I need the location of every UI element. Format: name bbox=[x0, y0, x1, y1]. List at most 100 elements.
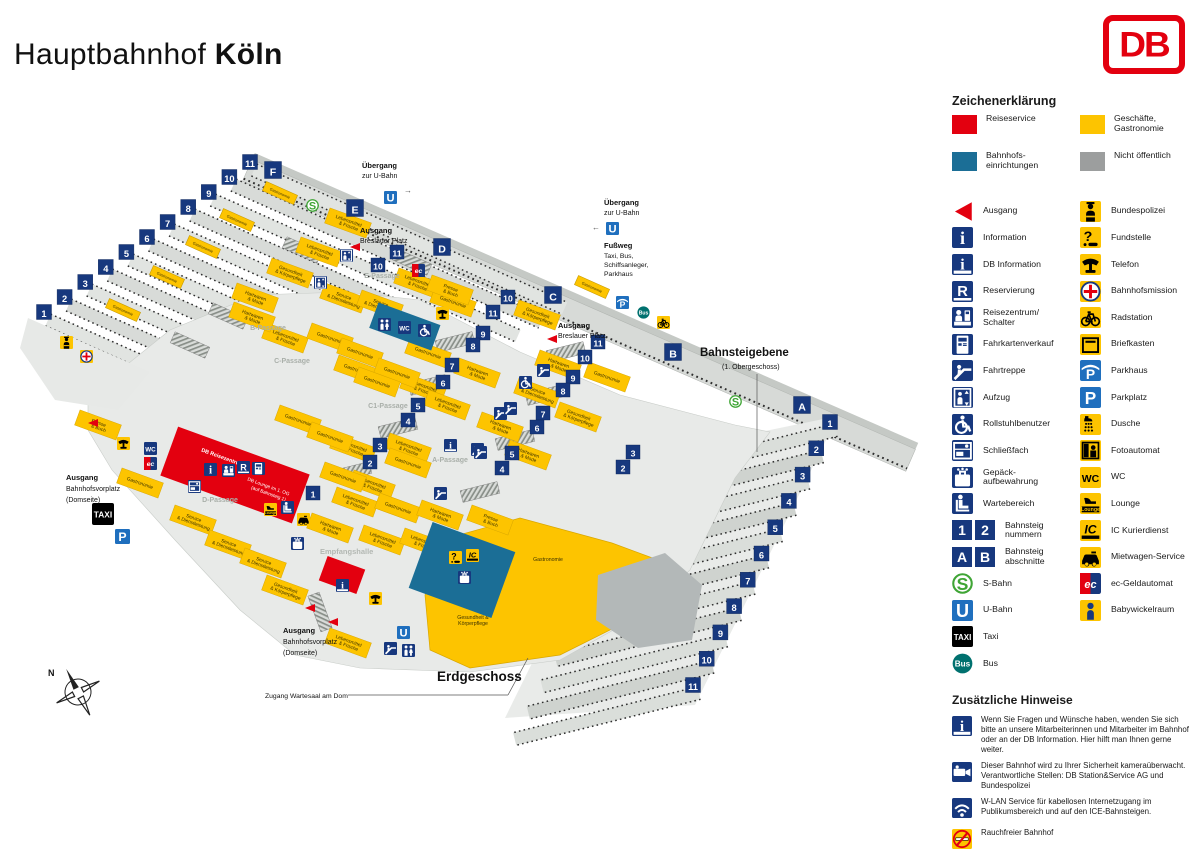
uebergang-label: zur U-Bahn bbox=[604, 210, 640, 217]
shop-block-face bbox=[324, 627, 372, 659]
platform-number-badge bbox=[590, 334, 606, 350]
shop-block-face bbox=[266, 257, 314, 289]
map-shape bbox=[625, 444, 641, 460]
svg-text:TAXI: TAXI bbox=[954, 633, 972, 642]
legend-note: Rauchfreier Bahnhof bbox=[952, 828, 1196, 854]
ecg-icon: ec bbox=[1079, 573, 1101, 595]
map-elev-icon bbox=[313, 275, 327, 289]
map-shape bbox=[712, 624, 729, 641]
shop-label: & Mode bbox=[492, 425, 510, 436]
passage-label: B-Passage bbox=[250, 325, 286, 332]
map-dbinfo-icon: i bbox=[443, 438, 457, 452]
platform-number-badge bbox=[555, 382, 571, 398]
map-ubahn-icon: U bbox=[605, 221, 619, 235]
mailbox-icon bbox=[1079, 333, 1101, 355]
platform-badge-icon: 2 bbox=[975, 520, 995, 541]
legend-icon-cell: WC bbox=[1079, 466, 1101, 488]
platform-number-badge-text: 6 bbox=[441, 378, 446, 388]
shop-block-gastronomie bbox=[116, 467, 164, 499]
legend-item-label: Parkplatz bbox=[1110, 391, 1148, 402]
map-icon-slot: S bbox=[728, 394, 742, 408]
map-mission-icon bbox=[79, 349, 93, 363]
map-shape bbox=[98, 259, 114, 275]
rail-dashes bbox=[127, 265, 423, 398]
platform-number-badge-text: 10 bbox=[224, 174, 234, 184]
wc-icon: WC bbox=[1079, 466, 1101, 488]
map-phone-icon bbox=[116, 436, 130, 450]
compass-north-label: N bbox=[48, 668, 55, 678]
platform-letter-badge-text: C bbox=[549, 291, 557, 303]
legend-item-seat: Wartebereich bbox=[952, 491, 1076, 518]
map-elev-icon bbox=[339, 248, 353, 262]
svg-text:i: i bbox=[208, 464, 211, 476]
shop-label: & Mode bbox=[244, 315, 262, 326]
platform-letter-badge bbox=[264, 161, 282, 179]
svg-text:U: U bbox=[386, 192, 394, 203]
ausgang-label: Ausgang bbox=[558, 321, 591, 330]
db-reisezentrum-block bbox=[160, 426, 310, 524]
map-icon-slot: U bbox=[383, 190, 397, 204]
shop-block-face bbox=[353, 366, 401, 398]
map-taxi-icon: TAXI bbox=[92, 503, 114, 525]
platform-number-badge-text: 8 bbox=[561, 386, 566, 396]
map-icon-slot: P bbox=[615, 295, 629, 309]
passage-label: A-Passage bbox=[432, 457, 468, 464]
map-resv-icon: R bbox=[236, 460, 250, 474]
camera-icon bbox=[952, 761, 972, 782]
map-shape bbox=[615, 459, 631, 475]
map-shape bbox=[105, 298, 141, 322]
svg-text:P: P bbox=[1086, 366, 1095, 381]
shop-block-gastronomie bbox=[319, 461, 367, 493]
platform-number-badge-text: 9 bbox=[718, 629, 723, 639]
map-shape bbox=[221, 169, 238, 185]
map-shape bbox=[726, 598, 742, 614]
map-icon-slot bbox=[187, 479, 201, 493]
legend-note-icon-cell bbox=[952, 761, 972, 787]
platform-number-badge-text: 6 bbox=[535, 423, 540, 433]
map-shape bbox=[574, 275, 610, 299]
map-wcn-icon: WC bbox=[397, 320, 411, 334]
legend-item-label: DB Information bbox=[983, 258, 1041, 269]
map-shape bbox=[529, 419, 545, 435]
legend-icon-cell bbox=[952, 386, 973, 408]
map-bus-icon: Bus bbox=[636, 305, 650, 319]
platform-number-badge-text: 9 bbox=[206, 189, 211, 199]
map-wheel-icon bbox=[518, 375, 532, 389]
shop-block-gesundheit bbox=[261, 574, 309, 606]
platform-number-badge bbox=[400, 412, 416, 428]
map-icon-slot: WC bbox=[397, 320, 411, 334]
platform-number-badge bbox=[767, 519, 783, 535]
legend-item-baby: Babywickelraum bbox=[1079, 597, 1196, 624]
platform-number-badge-text: 8 bbox=[186, 204, 191, 214]
svg-text:IC: IC bbox=[468, 550, 476, 559]
map-icon-slot: i bbox=[443, 438, 457, 452]
phone-icon bbox=[1079, 253, 1101, 275]
svg-text:WC: WC bbox=[399, 325, 410, 332]
erdgeschoss-label: Erdgeschoss bbox=[437, 669, 522, 684]
service-center-block bbox=[408, 522, 516, 618]
shop-label: & Mode bbox=[432, 513, 450, 524]
platform-surface bbox=[513, 686, 701, 746]
shop-block-face bbox=[228, 301, 276, 333]
map-shape bbox=[544, 286, 562, 304]
map-shape bbox=[64, 678, 92, 706]
map-ticket-icon bbox=[251, 461, 265, 475]
lounge-icon: Lounge bbox=[1079, 493, 1101, 515]
legend-note-icon-cell bbox=[952, 797, 972, 823]
legend-item-photo: Fotoautomat bbox=[1079, 437, 1196, 464]
escalator-ramp bbox=[207, 302, 249, 330]
map-dbinfo-icon: i bbox=[335, 578, 349, 592]
platform-number-badge bbox=[726, 598, 742, 614]
shop-block-presse bbox=[426, 274, 474, 306]
legend-item-label: ec-Geldautomat bbox=[1110, 577, 1173, 588]
legend-icon-cell bbox=[1079, 333, 1101, 355]
legend-area-label: Nicht öffentlich bbox=[1114, 150, 1171, 160]
map-icon-slot: IC bbox=[465, 548, 479, 562]
uebergang-label: Übergang bbox=[362, 161, 397, 170]
legend-icon-cell bbox=[952, 413, 973, 435]
svg-text:P: P bbox=[619, 299, 625, 308]
